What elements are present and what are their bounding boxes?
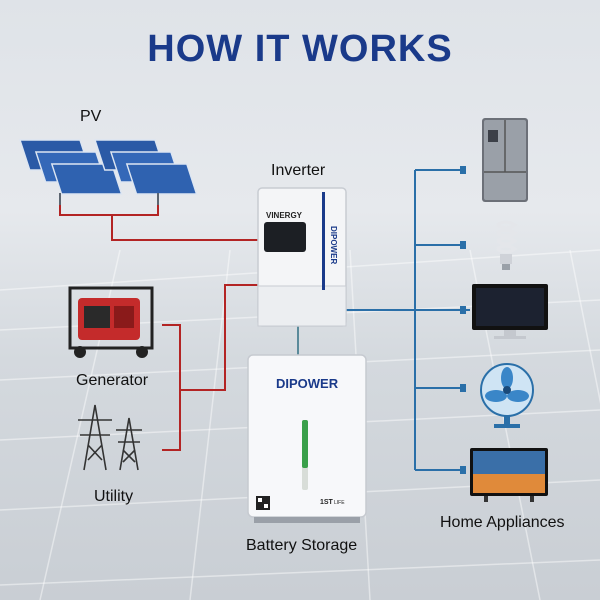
- generator-utility-wire: [162, 284, 258, 451]
- plug-icons: [460, 166, 466, 474]
- battery-model-text: 1ST: [320, 499, 334, 506]
- solar-panel-icon: [19, 139, 198, 205]
- battery-label: Battery Storage: [246, 537, 358, 554]
- generator-label: Generator: [76, 372, 149, 389]
- battery-icon: DIPOWER 1ST LIFE: [247, 354, 367, 523]
- page-title: HOW IT WORKS: [147, 28, 453, 70]
- inverter-icon: VINERGY DIPOWER: [257, 187, 347, 327]
- inverter-brand-text: DIPOWER: [329, 226, 338, 264]
- pv-label: PV: [80, 108, 102, 125]
- bulb-icon: [496, 220, 518, 270]
- pv-wire: [59, 200, 258, 241]
- battery-brand-text: DIPOWER: [276, 376, 339, 391]
- generator-icon: [68, 286, 154, 358]
- utility-label: Utility: [94, 488, 134, 505]
- battery-type-text: LIFE: [334, 500, 345, 506]
- fan-icon: [480, 363, 534, 428]
- inverter-label: Inverter: [271, 162, 326, 179]
- load-bus-wire: [345, 169, 470, 471]
- pylon-icon: [78, 404, 142, 471]
- fridge-icon: [482, 118, 528, 202]
- tv-icon: [470, 448, 548, 502]
- monitor-icon: [472, 284, 548, 339]
- appliances-label: Home Appliances: [440, 514, 565, 531]
- inverter-logo-text: VINERGY: [266, 211, 303, 220]
